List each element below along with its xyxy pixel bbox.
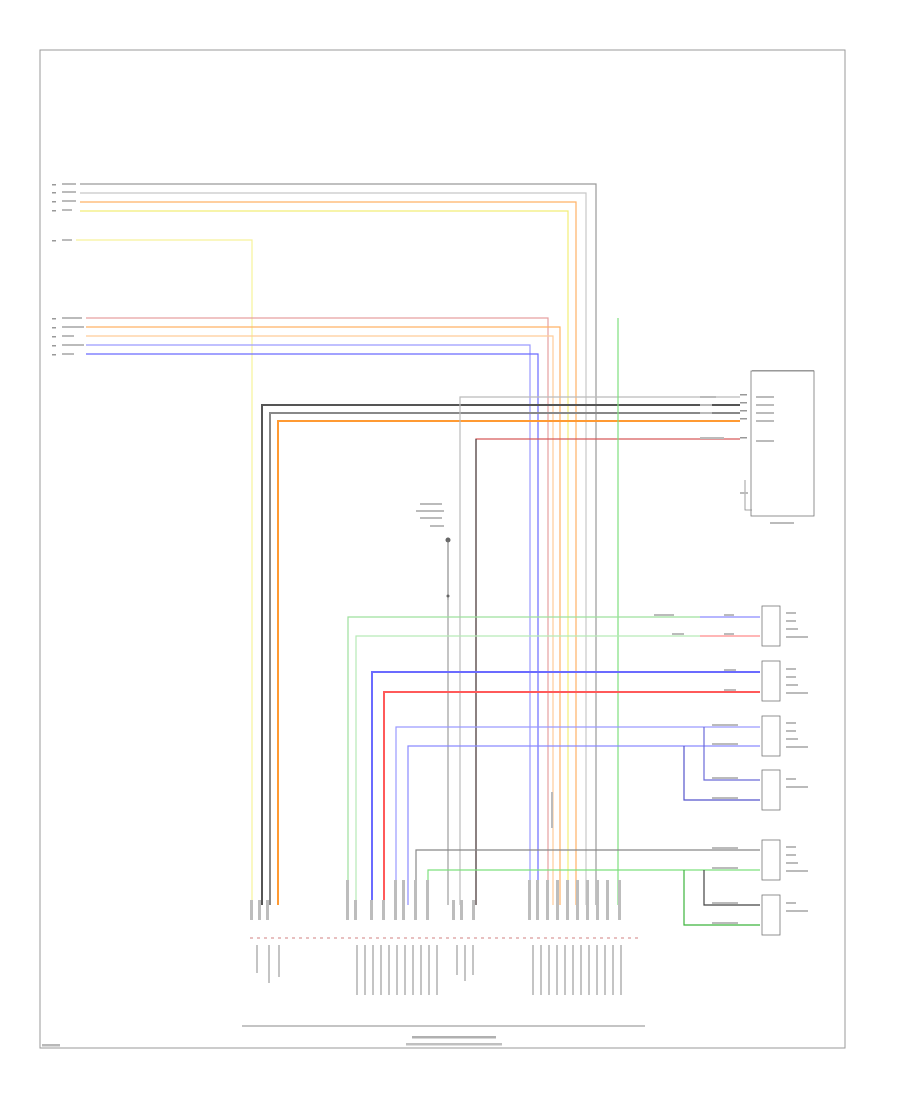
wire-green-lft2 [355, 635, 700, 905]
wire-gray-top [80, 183, 597, 905]
right-front-door-upper [761, 839, 808, 881]
right-front-tweeter [761, 660, 808, 702]
wire-red-rft [383, 691, 760, 905]
caption-line-1 [412, 1036, 496, 1039]
wire-darkgray-amp [269, 412, 740, 905]
bottom-function-labels [256, 945, 622, 995]
left-front-tweeter [761, 605, 808, 647]
amplifier-wires [261, 318, 740, 905]
wire-gray-amp-top [459, 396, 740, 905]
left-front-door-lower [761, 769, 808, 811]
amplifier-component [700, 370, 815, 524]
bottom-connector [42, 880, 645, 1047]
wire-yellow-top [80, 210, 569, 905]
wire-dark-amp [261, 404, 740, 905]
top-left-connector-labels [52, 183, 84, 356]
wire-green-rfd [427, 869, 760, 905]
top-harness-wires [76, 183, 597, 905]
wire-lightgray-top [80, 192, 587, 905]
wire-lblue-lfd2 [407, 745, 760, 905]
left-front-door-upper [761, 715, 808, 757]
wire-blue-rft [371, 671, 760, 905]
wire-yellow-single [76, 239, 253, 905]
diagram-code [42, 1044, 60, 1047]
right-front-door-lower [761, 894, 808, 936]
wire-pink-mid [86, 317, 549, 905]
speaker-wires [347, 616, 760, 926]
bottom-pin-labels [250, 880, 621, 920]
wire-orange-mid [86, 326, 561, 905]
wire-green-rfd2 [683, 870, 760, 926]
wire-blue-mid [86, 353, 539, 905]
diagram-frame [39, 49, 846, 1049]
wire-orange-amp [277, 420, 740, 905]
ground-symbol [416, 503, 451, 905]
wire-orange-top [80, 201, 577, 905]
wire-purple-lfd2 [683, 746, 760, 801]
wire-green-lft [347, 616, 700, 905]
speaker-components [654, 605, 808, 936]
wire-lightorange-mid [86, 335, 554, 905]
caption-line-2 [406, 1043, 502, 1046]
wire-black-rfd [703, 870, 760, 906]
wire-purple-lfd [703, 727, 760, 781]
wire-lblue-lfd1 [395, 726, 760, 905]
wire-lightblue-mid [86, 344, 531, 905]
